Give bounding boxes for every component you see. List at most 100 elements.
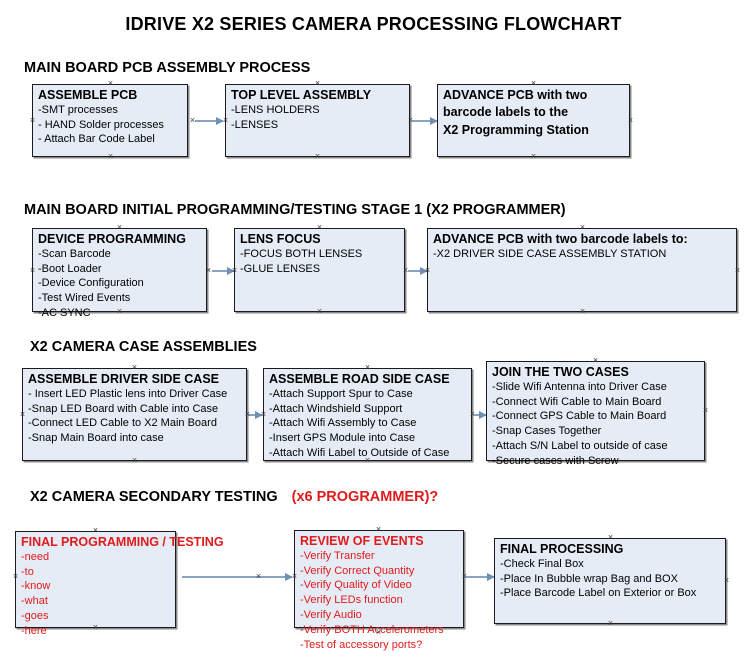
handle-mark[interactable] [529,152,538,161]
handle-mark[interactable] [701,406,710,415]
handle-mark[interactable] [315,307,324,316]
handle-mark[interactable] [578,307,587,316]
box-line: -AC SYNC [38,307,91,320]
handle-mark[interactable] [106,79,115,88]
section-heading-x2-camera-case-assemblies: X2 CAMERA CASE ASSEMBLIES [30,339,257,355]
box-advance-pcb-programming-station[interactable]: ADVANCE PCB with two barcode labels to t… [437,84,630,157]
box-line: -here [21,624,47,637]
box-assemble-pcb[interactable]: ASSEMBLE PCB -SMT processes - HAND Solde… [32,84,188,157]
box-line: -goes [21,610,49,623]
handle-mark[interactable] [315,223,324,232]
handle-mark[interactable] [606,619,615,628]
handle-mark[interactable] [130,363,139,372]
box-line: -Verify BOTH Accelerometers [300,623,444,636]
box-line: -Secure cases with Screw [492,454,619,467]
box-final-programming-testing[interactable]: FINAL PROGRAMMING / TESTING -need -to -k… [15,531,224,637]
box-line: -Snap Main Board into case [28,432,164,445]
handle-mark[interactable] [591,456,600,465]
box-line: -need [21,550,50,563]
box-title: ADVANCE PCB with two barcode labels to: [433,232,688,246]
handle-mark[interactable] [290,572,299,581]
box-line: -Snap LED Board with Cable into Case [28,402,219,415]
box-line: -Boot Loader [38,262,102,275]
box-assemble-driver-side-case[interactable]: ASSEMBLE DRIVER SIDE CASE - Insert LED P… [22,368,247,461]
box-line: -Slide Wifi Antenna into Driver Case [492,380,667,393]
handle-mark[interactable] [11,572,20,581]
handle-mark[interactable] [259,410,268,419]
handle-mark[interactable] [243,410,252,419]
section-heading-text: MAIN BOARD PCB ASSEMBLY PROCESS [24,60,311,76]
box-line: -LENS HOLDERS [231,103,320,116]
handle-mark[interactable] [91,623,100,632]
box-line: -Verify Quality of Video [300,579,412,592]
section-heading-suffix: (x6 PROGRAMMER)? [291,489,439,505]
handle-mark[interactable] [106,152,115,161]
box-line: -Attach Wifi Label to Outside of Case [269,447,450,460]
box-line: -X2 DRIVER SIDE CASE ASSEMBLY STATION [433,247,667,260]
box-line: - Insert LED Plastic lens into Driver Ca… [28,387,228,400]
box-title: LENS FOCUS [240,232,321,246]
box-title: JOIN THE TWO CASES [492,365,629,379]
handle-mark[interactable] [230,266,239,275]
box-review-of-events[interactable]: REVIEW OF EVENTS -Verify Transfer -Verif… [294,530,464,651]
handle-mark[interactable] [18,410,27,419]
handle-mark[interactable] [130,456,139,465]
box-line: - HAND Solder processes [38,118,164,131]
box-line: -Scan Barcode [38,247,111,260]
handle-mark[interactable] [363,363,372,372]
handle-mark[interactable] [529,79,538,88]
section-heading-text: X2 CAMERA CASE ASSEMBLIES [30,339,257,355]
box-title: ASSEMBLE ROAD SIDE CASE [269,372,450,386]
handle-mark[interactable] [374,628,383,637]
handle-mark[interactable] [221,116,230,125]
box-title: ASSEMBLE PCB [38,88,138,102]
box-line: -Connect Wifi Cable to Main Board [492,395,662,408]
handle-mark[interactable] [591,356,600,365]
box-line: -Test Wired Events [38,292,131,305]
handle-mark[interactable] [733,266,742,275]
handle-mark[interactable] [722,576,731,585]
handle-mark[interactable] [28,266,37,275]
handle-mark[interactable] [578,223,587,232]
handle-mark[interactable] [188,116,197,125]
handle-mark[interactable] [423,266,432,275]
box-assemble-road-side-case[interactable]: ASSEMBLE ROAD SIDE CASE -Attach Support … [263,368,472,461]
box-line: -Attach Support Spur to Case [269,387,413,400]
box-line: barcode labels to the [443,104,569,119]
box-advance-pcb-driver-side-station[interactable]: ADVANCE PCB with two barcode labels to: … [427,228,737,312]
handle-mark[interactable] [606,533,615,542]
box-title: ASSEMBLE DRIVER SIDE CASE [28,372,220,386]
box-final-processing[interactable]: FINAL PROCESSING -Check Final Box -Place… [494,538,726,624]
box-line-overflow: -Test of accessory ports? [300,638,423,651]
box-line: -Check Final Box [500,557,584,570]
box-line: -Connect LED Cable to X2 Main Board [28,417,217,430]
handle-mark[interactable] [204,266,213,275]
box-device-programming[interactable]: DEVICE PROGRAMMING -Scan Barcode -Boot L… [32,228,207,319]
connector-arrow [466,573,495,581]
box-line: -know [21,580,51,593]
handle-mark[interactable] [313,152,322,161]
connector-arrow [195,117,224,125]
box-top-level-assembly[interactable]: TOP LEVEL ASSEMBLY -LENS HOLDERS -LENSES [225,84,410,157]
box-title: REVIEW OF EVENTS [300,534,424,548]
handle-mark[interactable] [28,116,37,125]
box-line: -LENSES [231,118,279,131]
box-line: - Attach Bar Code Label [38,133,155,146]
handle-mark[interactable] [363,456,372,465]
section-heading-main-board-pcb-assembly: MAIN BOARD PCB ASSEMBLY PROCESS [24,60,310,76]
box-line: X2 Programming Station [443,122,589,137]
connector-arrow [474,411,487,419]
box-lens-focus[interactable]: LENS FOCUS -FOCUS BOTH LENSES -GLUE LENS… [234,228,405,312]
handle-mark[interactable] [374,525,383,534]
handle-mark[interactable] [254,572,263,581]
handle-mark[interactable] [313,79,322,88]
handle-mark[interactable] [91,526,100,535]
handle-mark[interactable] [115,223,124,232]
box-line: -Insert GPS Module into Case [269,432,416,445]
box-line: -Device Configuration [38,277,144,290]
box-title: DEVICE PROGRAMMING [38,232,186,246]
handle-mark[interactable] [115,307,124,316]
box-join-the-two-cases[interactable]: JOIN THE TWO CASES -Slide Wifi Antenna i… [486,361,705,467]
box-title: FINAL PROGRAMMING / TESTING [21,535,224,549]
handle-mark[interactable] [626,116,635,125]
